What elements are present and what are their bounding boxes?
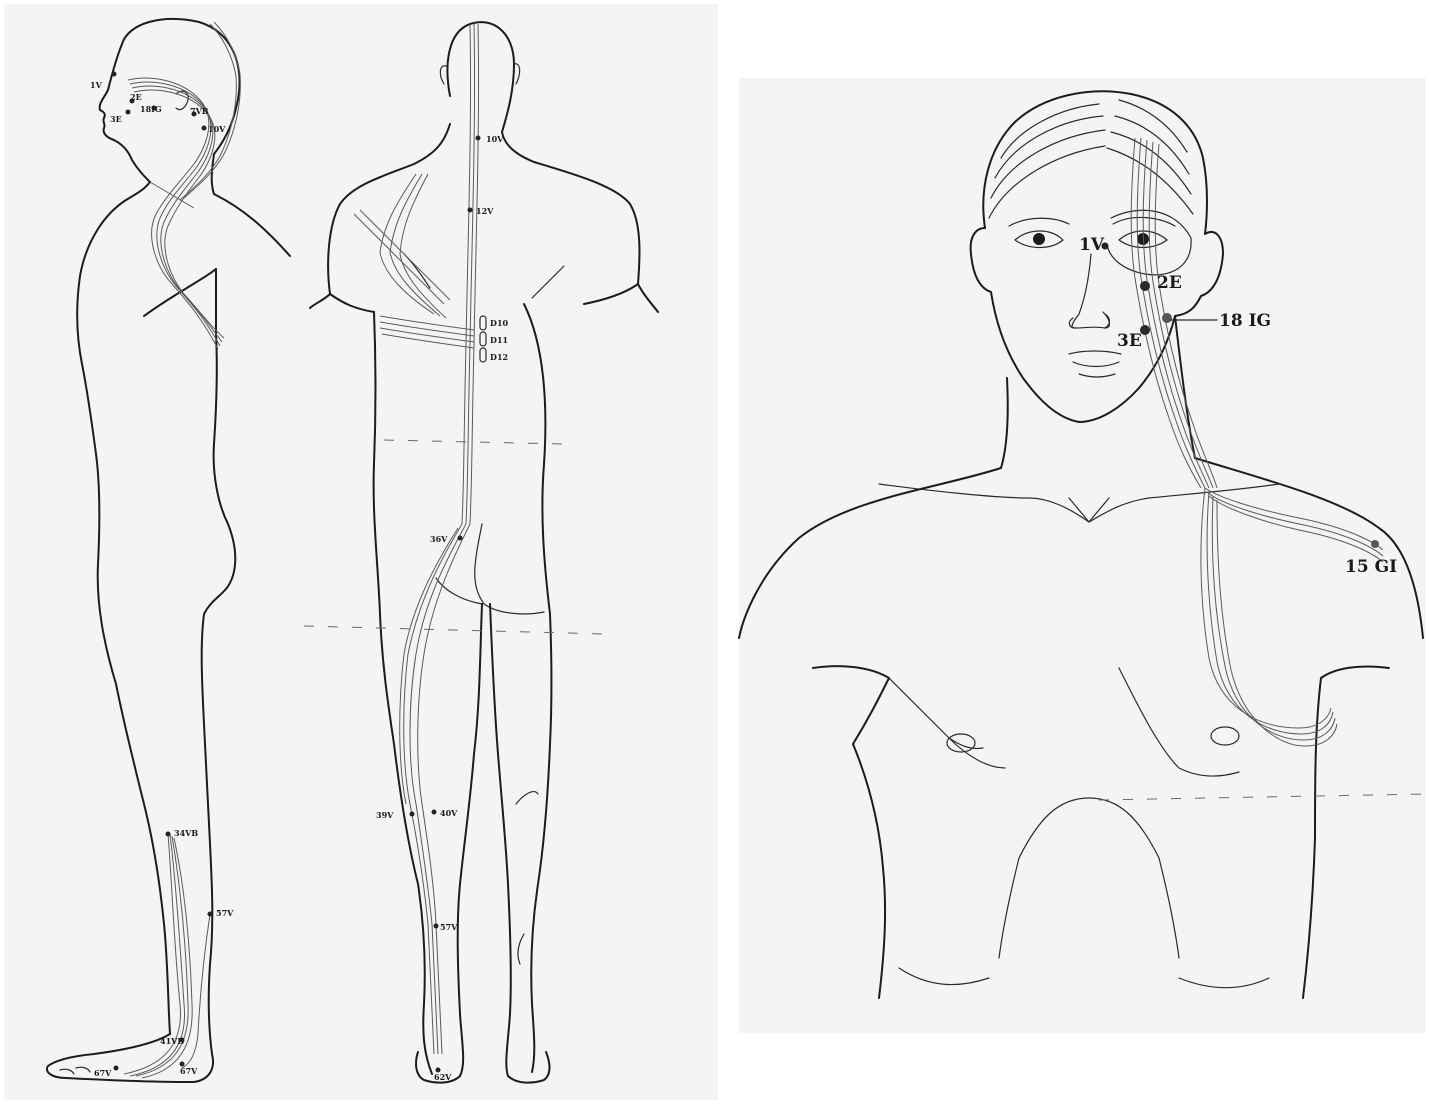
label-back-39V: 39V	[376, 810, 394, 820]
right-panel: 1V 2E 3E 18 IG 15 GI	[739, 78, 1426, 1033]
label-back-62V: 62V	[434, 1072, 452, 1082]
label-side-34VB: 34VB	[174, 828, 198, 838]
label-back-57V: 57V	[440, 922, 458, 932]
label-side-18IG: 18IG	[140, 104, 162, 114]
front-torso-diagram: 1V 2E 3E 18 IG 15 GI	[739, 78, 1426, 1033]
label-side-1V: 1V	[90, 80, 103, 90]
label-back-12V: 12V	[476, 206, 494, 216]
label-side-3E: 3E	[110, 114, 122, 124]
label-side-2E: 2E	[130, 92, 142, 102]
label-front-1V: 1V	[1079, 235, 1105, 255]
back-view-figure: 10V 12V D10 D11 D12 36V 39V 40V 57V 62V	[310, 22, 658, 1083]
label-back-10V: 10V	[486, 134, 504, 144]
full-body-diagram: 1V 2E 3E 18IG 7VB 10V 34VB 57V 41VB 67V …	[4, 4, 718, 1100]
label-back-40V: 40V	[440, 808, 458, 818]
label-side-41VB: 41VB	[160, 1036, 184, 1046]
label-back-D11: D11	[490, 335, 508, 345]
label-side-67V-heel: 67V	[180, 1066, 198, 1076]
label-side-10V: 10V	[208, 124, 226, 134]
label-side-7VB: 7VB	[190, 106, 209, 116]
label-front-2E: 2E	[1157, 273, 1182, 293]
side-view-figure: 1V 2E 3E 18IG 7VB 10V 34VB 57V 41VB 67V …	[47, 19, 290, 1082]
label-back-36V: 36V	[430, 534, 448, 544]
label-front-15GI: 15 GI	[1345, 557, 1397, 577]
label-back-D12: D12	[490, 352, 508, 362]
label-side-67V-toe: 67V	[94, 1068, 112, 1078]
label-side-57V: 57V	[216, 908, 234, 918]
label-back-D10: D10	[490, 318, 509, 328]
label-front-18IG: 18 IG	[1219, 311, 1271, 331]
front-figure: 1V 2E 3E 18 IG 15 GI	[739, 91, 1426, 998]
left-panel: 1V 2E 3E 18IG 7VB 10V 34VB 57V 41VB 67V …	[4, 4, 718, 1100]
label-front-3E: 3E	[1117, 331, 1142, 351]
